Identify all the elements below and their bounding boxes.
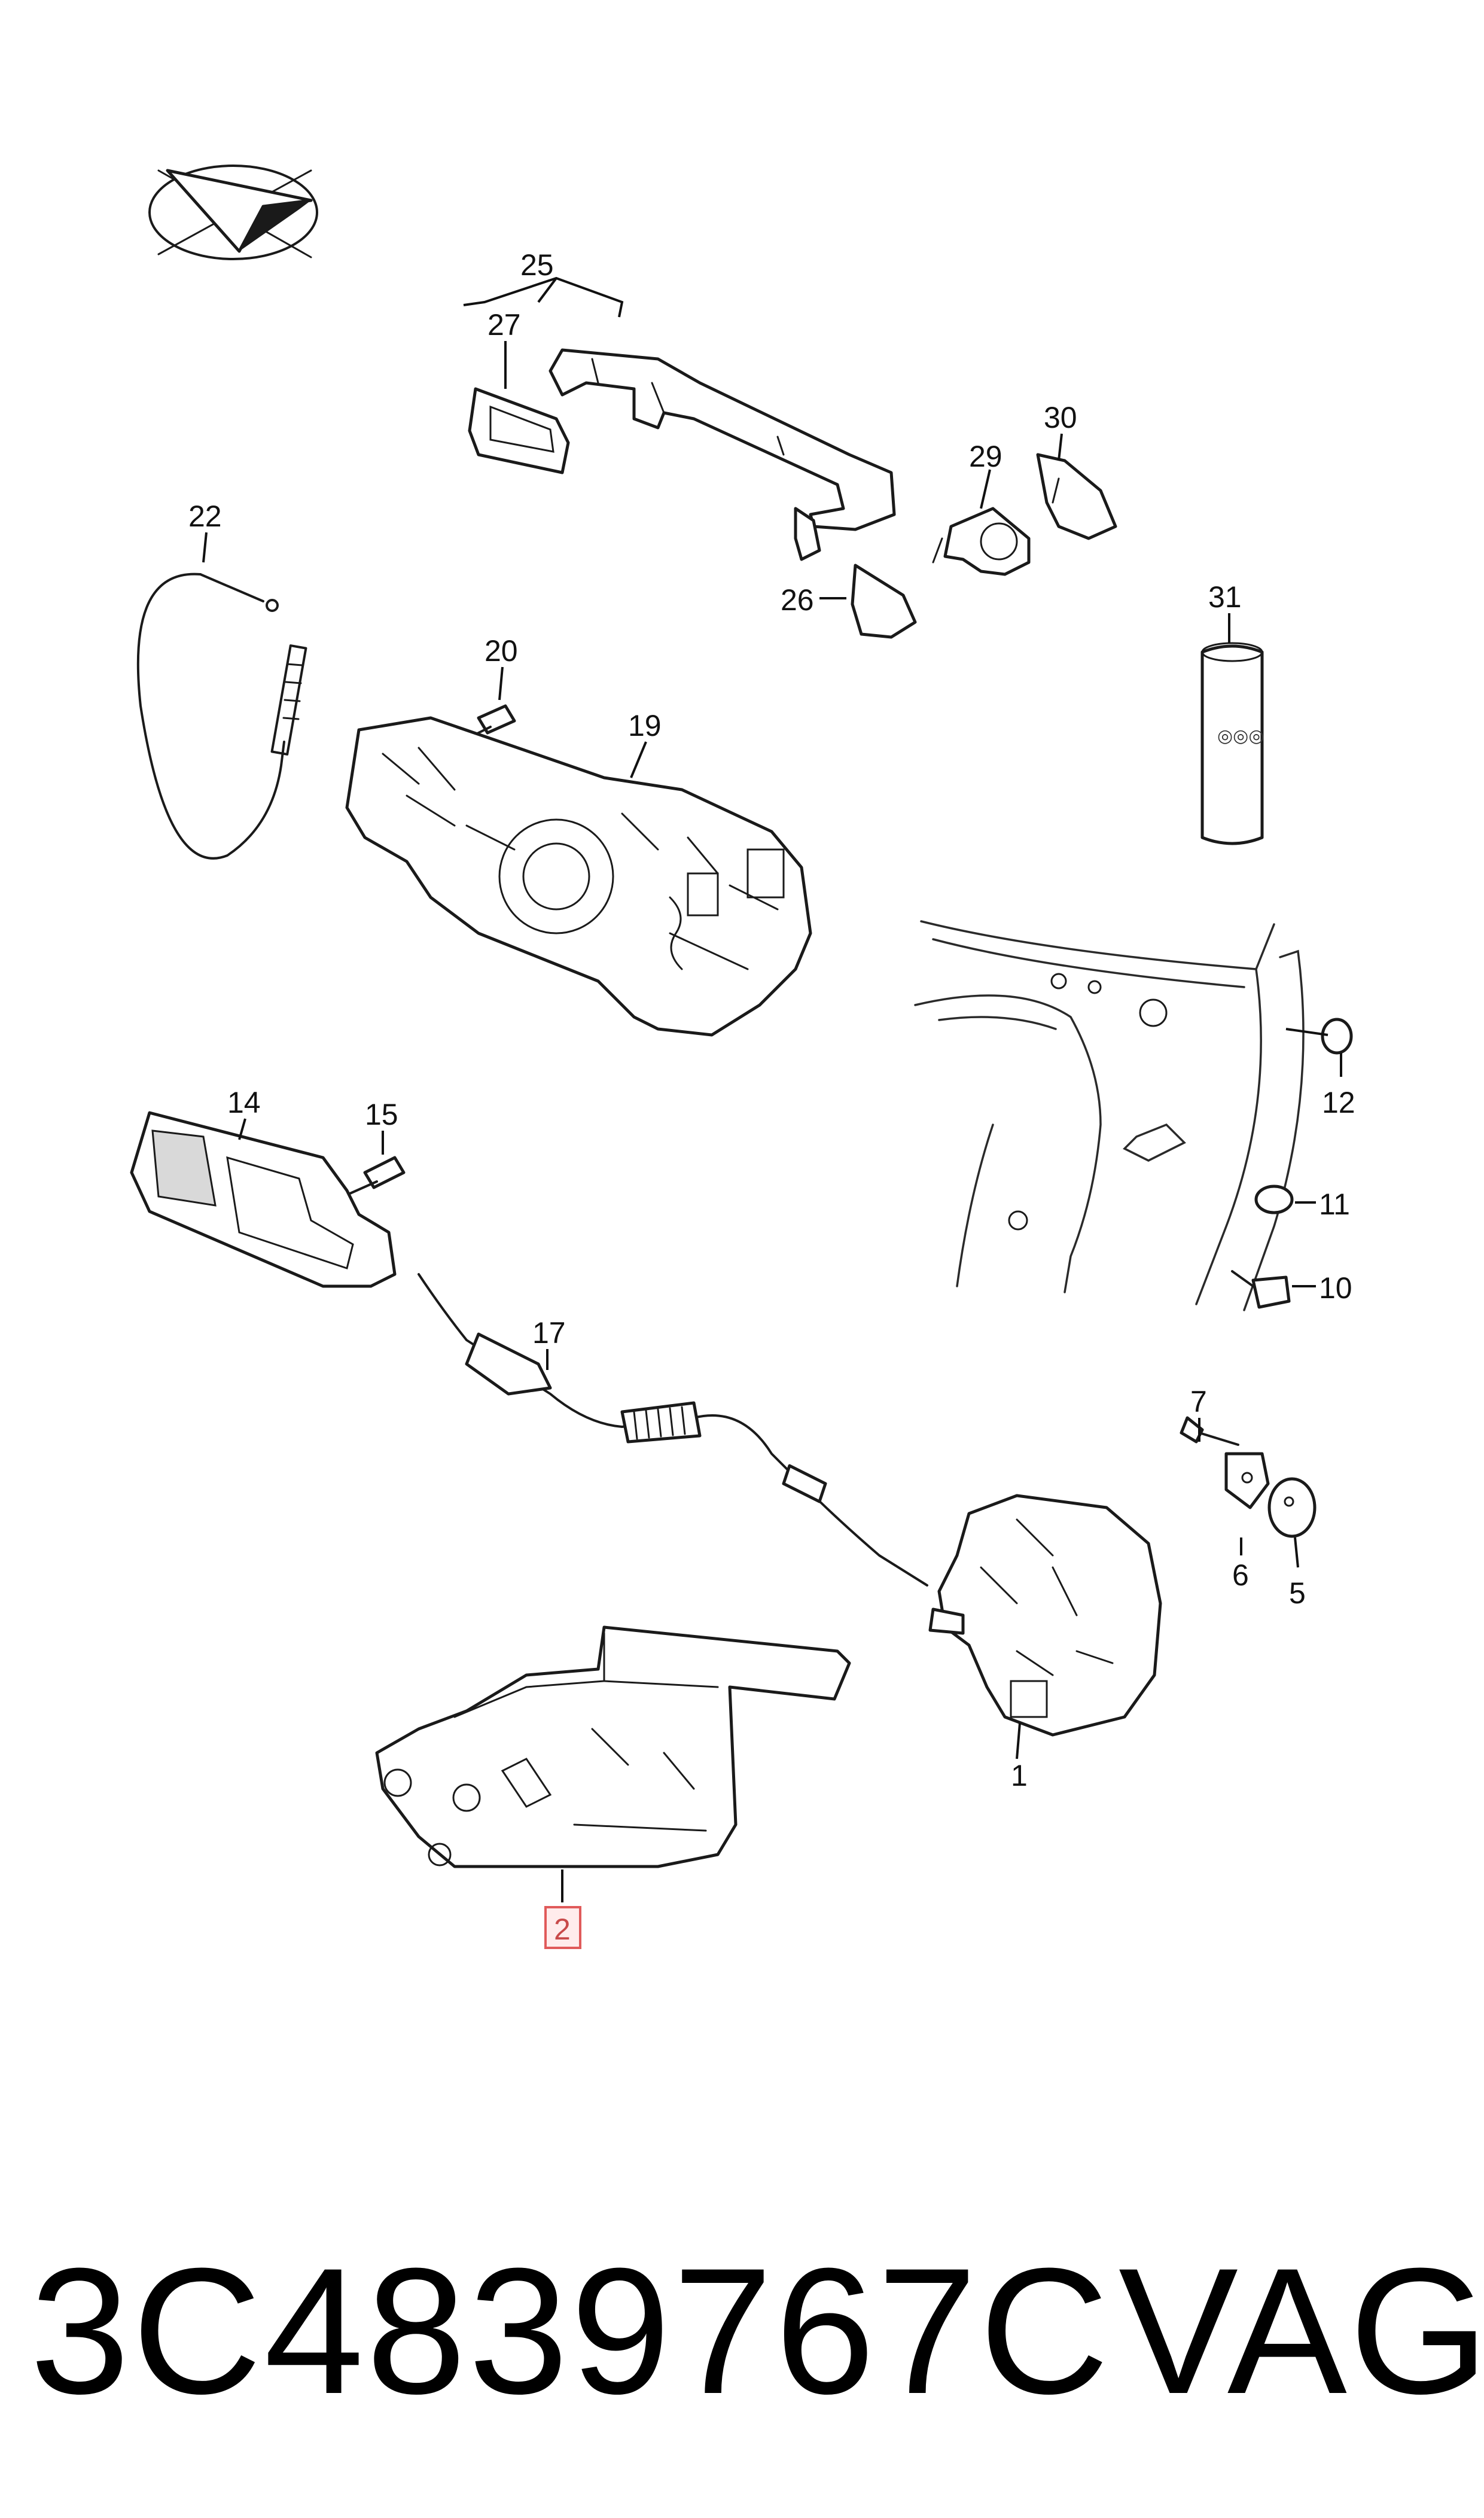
part-clip-12	[1321, 1018, 1353, 1055]
callout-1: 1	[1011, 1759, 1028, 1792]
part-handle-cap	[851, 564, 917, 639]
callout-14: 14	[227, 1086, 261, 1119]
callout-25: 25	[520, 248, 554, 282]
callout-30: 30	[1044, 401, 1077, 434]
svg-text:◎◎◎: ◎◎◎	[1217, 726, 1264, 747]
part-lock-bracket-highlighted	[375, 1625, 851, 1868]
callout-17: 17	[532, 1316, 566, 1350]
part-bowden-cable	[418, 1273, 928, 1587]
callout-31: 31	[1208, 580, 1242, 614]
part-exterior-handle	[548, 348, 896, 561]
part-clip-11	[1254, 1185, 1294, 1214]
orientation-logo-icon	[148, 165, 318, 260]
callout-19: 19	[628, 709, 662, 742]
part-plate-5	[1267, 1477, 1317, 1538]
callout-10: 10	[1319, 1271, 1352, 1305]
part-screw-7	[1180, 1416, 1239, 1446]
part-door-lock	[928, 1494, 1162, 1737]
callout-2: 2	[554, 1913, 571, 1946]
part-release-cable	[136, 573, 307, 860]
callout-11: 11	[1319, 1188, 1350, 1221]
callout-22: 22	[188, 500, 222, 533]
part-lock-cover	[1036, 453, 1117, 540]
part-handle-gasket	[468, 387, 570, 474]
callout-20: 20	[484, 634, 518, 668]
part-spray-can: ◎◎◎	[1200, 642, 1264, 845]
callout-2-highlight-box	[544, 1906, 581, 1949]
callout-27: 27	[487, 308, 521, 342]
callout-labels: 25 27 26 29 30 31 22 20 19 14 15 17 1 2 …	[188, 248, 1355, 1949]
part-handle-carrier	[345, 716, 812, 1037]
callout-5: 5	[1289, 1576, 1306, 1610]
part-lock-carrier	[932, 507, 1031, 576]
part-interior-handle	[130, 1111, 397, 1288]
callout-26: 26	[781, 583, 814, 617]
leader-lines	[202, 276, 1342, 1902]
part-screw-15	[349, 1156, 406, 1195]
footer: 3C4839767C VAG	[30, 2230, 1484, 2431]
part-number: 3C4839767C	[30, 2230, 1111, 2431]
callout-12: 12	[1322, 1086, 1355, 1119]
brand-name: VAG	[1119, 2230, 1484, 2431]
callout-15: 15	[365, 1098, 398, 1131]
part-striker-6	[1224, 1452, 1270, 1509]
door-frame-outline	[914, 920, 1305, 1311]
callout-29: 29	[969, 440, 1002, 473]
callout-6: 6	[1232, 1558, 1249, 1592]
callout-7: 7	[1190, 1385, 1207, 1418]
part-screw-10	[1231, 1270, 1291, 1309]
